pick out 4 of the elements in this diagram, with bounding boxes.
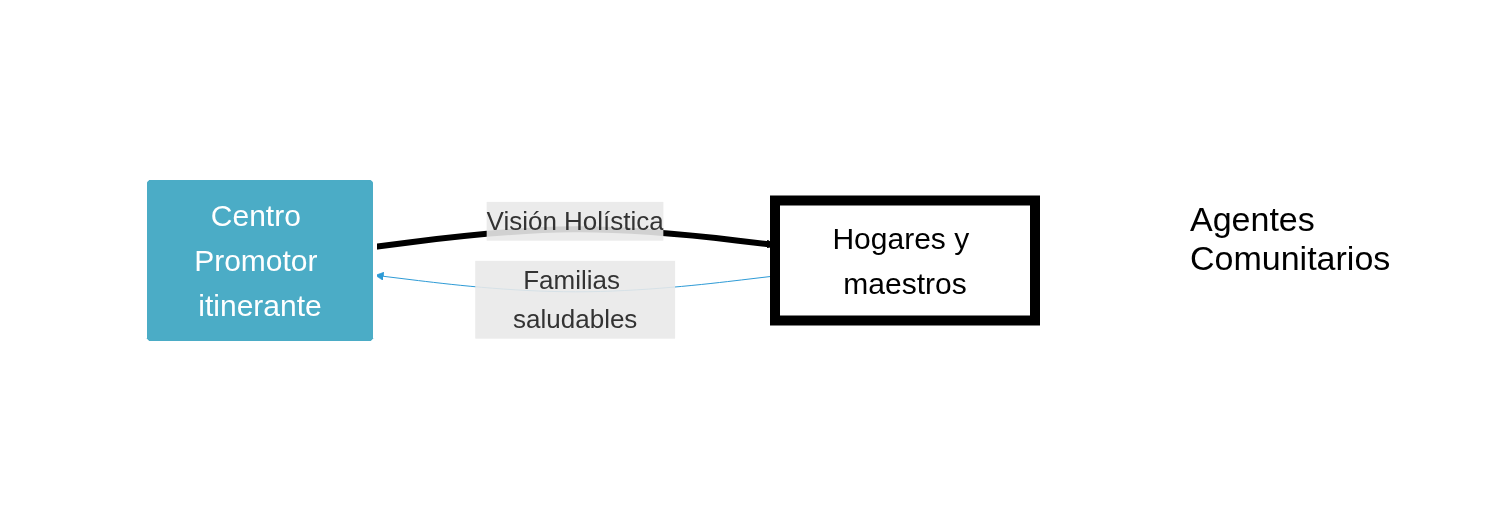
node-box: Hogares y maestros <box>770 195 1040 326</box>
edge-label: Visión Holística <box>486 205 664 236</box>
note-text: Agentes Comunitarios <box>1190 200 1392 278</box>
edge-label: Familias saludables <box>513 264 638 334</box>
